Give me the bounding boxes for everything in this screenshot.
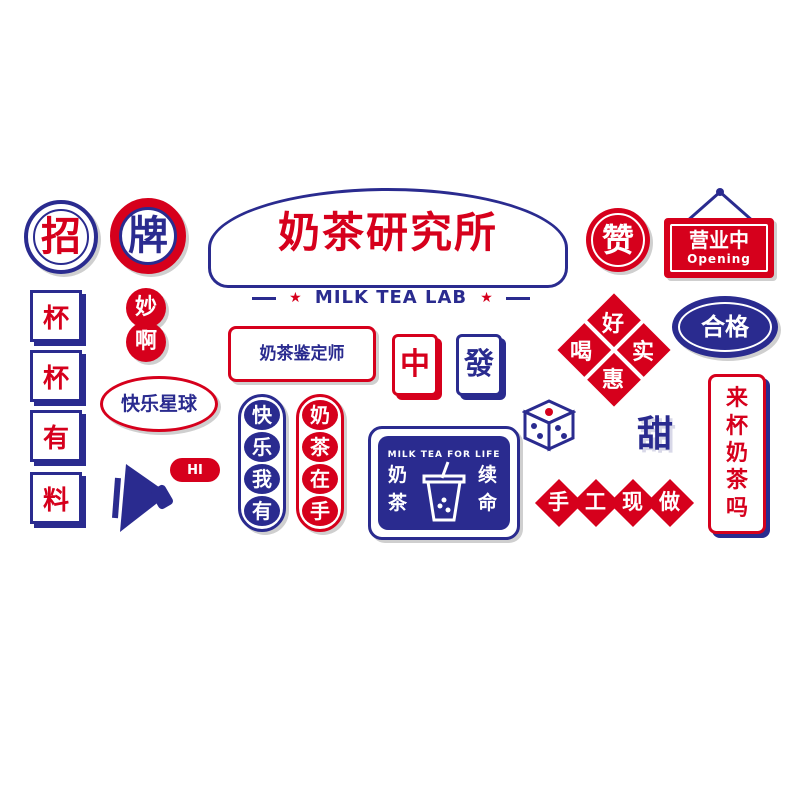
a-badge: 啊 — [126, 322, 166, 362]
zhong-tile: 中 — [392, 334, 438, 396]
tile-1-char: 杯 — [42, 303, 69, 334]
come-cup-2: 杯 — [725, 413, 748, 439]
sweet-char: 甜 — [636, 414, 673, 455]
tile-2: 杯 — [30, 350, 82, 402]
fa-char: 發 — [464, 347, 494, 382]
come-cup-4: 茶 — [725, 468, 748, 494]
right-pill-3: 在 — [302, 464, 338, 494]
right-pill-3-char: 在 — [310, 467, 330, 491]
diamond-top: 好 — [602, 312, 625, 337]
lab-line-right — [506, 296, 530, 300]
lab-row: ★ MILK TEA LAB ★ — [252, 286, 530, 310]
life-right-1: 续 — [478, 464, 498, 486]
opening-sign — [664, 218, 774, 278]
milk-tea-cup-icon — [422, 461, 466, 522]
happy-planet-text: 快乐星球 — [120, 392, 197, 415]
main-title-wrap: 奶茶研究所 — [208, 212, 568, 254]
main-title-sign — [208, 188, 568, 288]
tile-4: 料 — [30, 472, 82, 524]
qualified-text: 合格 — [701, 313, 749, 341]
handmade-3: 现 — [622, 490, 643, 514]
handmade-2: 工 — [585, 490, 606, 514]
zhao-char: 招 — [41, 214, 81, 260]
left-pill-2-char: 乐 — [252, 435, 272, 459]
life-left-2: 茶 — [388, 492, 408, 514]
diamond-right: 实 — [632, 340, 655, 365]
diamond-left: 喝 — [570, 340, 593, 365]
happy-planet-sign: 快乐星球 — [100, 376, 218, 432]
diamond-bottom: 惠 — [602, 368, 625, 393]
come-cup-sign: 来 杯 奶 茶 吗 — [708, 374, 766, 534]
megaphone-icon — [112, 464, 173, 532]
life-left-1: 奶 — [388, 464, 408, 486]
tile-2-char: 杯 — [42, 363, 69, 394]
opening-sign-inner: 营业中 Opening — [670, 224, 768, 272]
pai-char: 牌 — [128, 213, 168, 259]
left-pill-3: 我 — [244, 464, 280, 494]
come-cup-5: 吗 — [725, 495, 748, 521]
zhong-char: 中 — [400, 347, 430, 382]
life-title-wrap: MILK TEA FOR LIFE — [378, 442, 510, 461]
handmade-row: 手 工 现 做 — [534, 478, 695, 528]
come-cup-3: 奶 — [725, 440, 748, 466]
lab-line-left — [252, 296, 276, 300]
left-pill-4-char: 有 — [252, 499, 272, 523]
star-icon-left: ★ — [289, 290, 302, 306]
tile-1: 杯 — [30, 290, 82, 342]
right-pill-2: 茶 — [302, 432, 338, 462]
hi-text: HI — [187, 462, 203, 478]
right-pill-1-char: 奶 — [310, 403, 330, 427]
sweet-sign: 甜 — [628, 412, 682, 458]
left-pill-3-char: 我 — [252, 467, 272, 491]
life-title: MILK TEA FOR LIFE — [387, 450, 501, 460]
right-pill-4: 手 — [302, 496, 338, 526]
life-right-2: 命 — [478, 492, 498, 514]
fa-tile: 發 — [456, 334, 502, 396]
left-pill-2: 乐 — [244, 432, 280, 462]
miao-badge: 妙 — [126, 288, 166, 328]
left-pill-4: 有 — [244, 496, 280, 526]
right-pill-1: 奶 — [302, 400, 338, 430]
hi-bubble: HI — [170, 458, 220, 482]
qualified-sign-inner: 合格 — [678, 302, 772, 352]
handmade-4: 做 — [659, 490, 680, 514]
tasting-sign: 奶茶鉴定师 — [228, 326, 376, 382]
dice-icon — [522, 399, 576, 452]
tile-4-char: 料 — [42, 485, 69, 516]
pai-badge: 牌 — [110, 198, 186, 274]
zhao-badge: 招 — [24, 200, 98, 274]
opening-cn: 营业中 — [689, 228, 749, 252]
tile-3-char: 有 — [42, 423, 69, 454]
star-icon-right: ★ — [480, 290, 493, 306]
zan-badge: 赞 — [586, 208, 650, 272]
tile-3: 有 — [30, 410, 82, 462]
right-pill-2-char: 茶 — [310, 435, 330, 459]
left-pill-1-char: 快 — [252, 403, 272, 427]
tasting-text: 奶茶鉴定师 — [259, 343, 345, 364]
hanging-string-icon — [685, 188, 755, 224]
left-pill-1: 快 — [244, 400, 280, 430]
miao-char: 妙 — [134, 295, 157, 320]
come-cup-1: 来 — [725, 386, 748, 412]
right-pill-4-char: 手 — [310, 499, 330, 523]
handmade-1: 手 — [548, 490, 569, 514]
opening-en: Opening — [687, 252, 751, 266]
a-char: 啊 — [134, 329, 157, 354]
lab-subtitle: MILK TEA LAB — [314, 287, 468, 308]
main-title: 奶茶研究所 — [277, 208, 498, 257]
zan-char: 赞 — [601, 221, 634, 259]
